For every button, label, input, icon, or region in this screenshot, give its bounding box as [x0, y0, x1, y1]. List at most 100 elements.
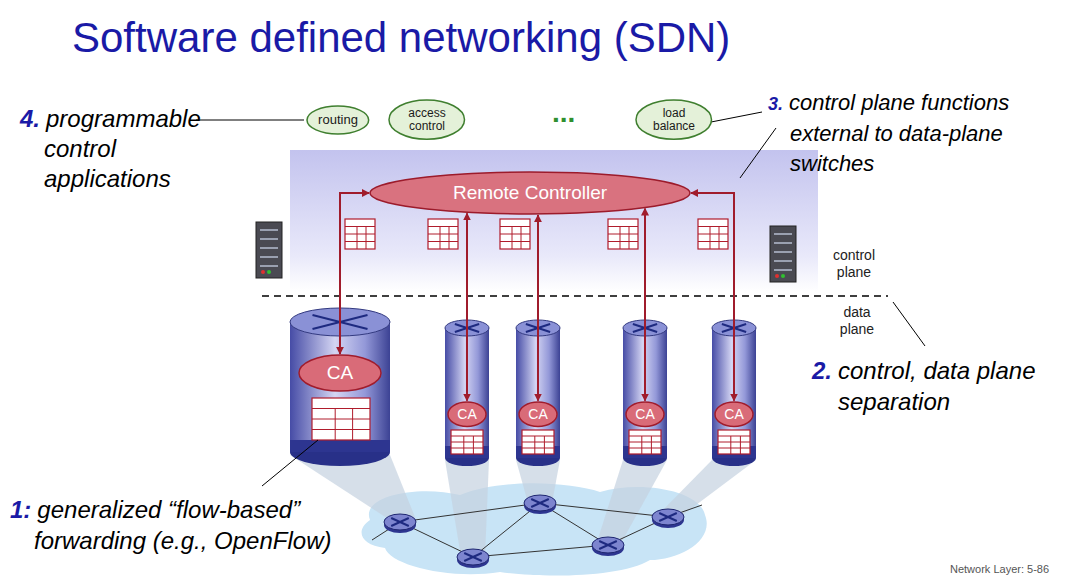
server-led: [267, 270, 271, 274]
agent-label: CA: [724, 407, 743, 422]
oval-shape: [715, 402, 753, 427]
control-agent-oval: CA: [298, 354, 382, 392]
flow-table-col: [719, 227, 720, 250]
flow-table-row: [698, 226, 728, 227]
plane-label: control plane: [822, 247, 886, 281]
flow-table-row: [345, 226, 375, 227]
flow-table-col: [620, 227, 621, 250]
flow-table-row: [345, 241, 375, 242]
server-slot: [774, 242, 792, 244]
node-body: Remote Controller: [369, 171, 691, 215]
control-link: [691, 193, 734, 401]
oval-shape: [519, 402, 557, 427]
oval-shape: [370, 172, 690, 214]
flow-table-row: [522, 442, 554, 443]
flow-table-col: [534, 436, 535, 454]
flow-table-row: [500, 234, 530, 235]
plane-separator: [262, 295, 888, 297]
controller-label: Remote Controller: [453, 183, 607, 203]
network-router: [384, 514, 416, 530]
flow-table-row: [428, 241, 458, 242]
controller-oval: Remote Controller: [369, 171, 691, 215]
flow-table-row: [629, 442, 661, 443]
network-router: [652, 509, 684, 525]
flow-table-col: [544, 436, 545, 454]
router-arrow: [531, 499, 549, 507]
flow-table-row: [698, 234, 728, 235]
server-led: [775, 274, 779, 278]
flow-table: [698, 219, 728, 249]
ellipsis: ...: [552, 96, 575, 130]
flow-table-row: [500, 226, 530, 227]
ellipsis: ...: [552, 97, 575, 128]
oval-shape: [448, 402, 486, 427]
app-label: routing: [318, 113, 358, 127]
flow-table-row: [608, 226, 638, 227]
flow-table-col: [357, 227, 358, 250]
flow-table-col: [463, 436, 464, 454]
server-slot: [774, 269, 792, 271]
control-link: [537, 215, 539, 401]
app-label: load balance: [649, 107, 699, 132]
app-label: access control: [402, 107, 452, 132]
server-icon: [770, 226, 796, 282]
flow-table-col: [740, 436, 741, 454]
router-arrow: [599, 541, 617, 549]
router-arrow: [464, 553, 482, 561]
flow-table-row: [428, 234, 458, 235]
callout: 2.control, data plane separation: [812, 355, 1066, 417]
flow-table: [500, 219, 530, 249]
oval-shape: [626, 402, 664, 427]
flow-table-row: [718, 442, 750, 443]
router-arrow: [659, 513, 677, 521]
callout-text: control plane functions external to data…: [789, 90, 1009, 176]
flow-table-col: [651, 436, 652, 454]
flow-table-row: [522, 448, 554, 449]
server-slot: [774, 233, 792, 235]
flow-table-col: [512, 227, 513, 250]
oval-shape: [299, 355, 381, 391]
router-arrow: [464, 553, 482, 561]
plane-label: data plane: [840, 304, 874, 337]
flow-table-row: [718, 448, 750, 449]
network-router: [524, 495, 556, 511]
node-body: CA: [298, 354, 382, 392]
app-oval: access control: [388, 99, 466, 140]
server-slot: [260, 265, 278, 267]
flow-table-row: [698, 241, 728, 242]
server-slot: [774, 260, 792, 262]
flow-table-row: [629, 448, 661, 449]
network-cloud: [362, 483, 707, 575]
leader-line: [706, 112, 762, 123]
flow-table-col: [440, 227, 441, 250]
callout-number: 4.: [20, 105, 40, 132]
oval-shape: [636, 100, 712, 139]
network-router: [457, 549, 489, 565]
flow-table-col: [629, 227, 630, 250]
callout: 4.programmable control applications: [20, 104, 249, 194]
flow-table-col: [473, 436, 474, 454]
callout: 3. control plane functions external to da…: [768, 88, 1066, 179]
flow-table-col: [521, 227, 522, 250]
server-slot: [260, 229, 278, 231]
oval-shape: [307, 106, 369, 134]
app-oval: load balance: [635, 99, 713, 140]
app-oval: routing: [306, 105, 370, 135]
flow-table-col: [366, 227, 367, 250]
plane-label: data plane: [832, 304, 882, 338]
flow-table-col: [710, 227, 711, 250]
server-slot: [260, 238, 278, 240]
router-arrow: [531, 499, 549, 507]
callout-number: 3.: [768, 94, 783, 114]
switch-beam: [596, 460, 667, 545]
router-arrow: [391, 518, 409, 526]
control-plane-band: [290, 150, 818, 292]
flow-table-row: [522, 436, 554, 437]
flow-table-row: [629, 436, 661, 437]
callout-text: control, data plane separation: [838, 357, 1036, 415]
agent-label: CA: [635, 407, 654, 422]
